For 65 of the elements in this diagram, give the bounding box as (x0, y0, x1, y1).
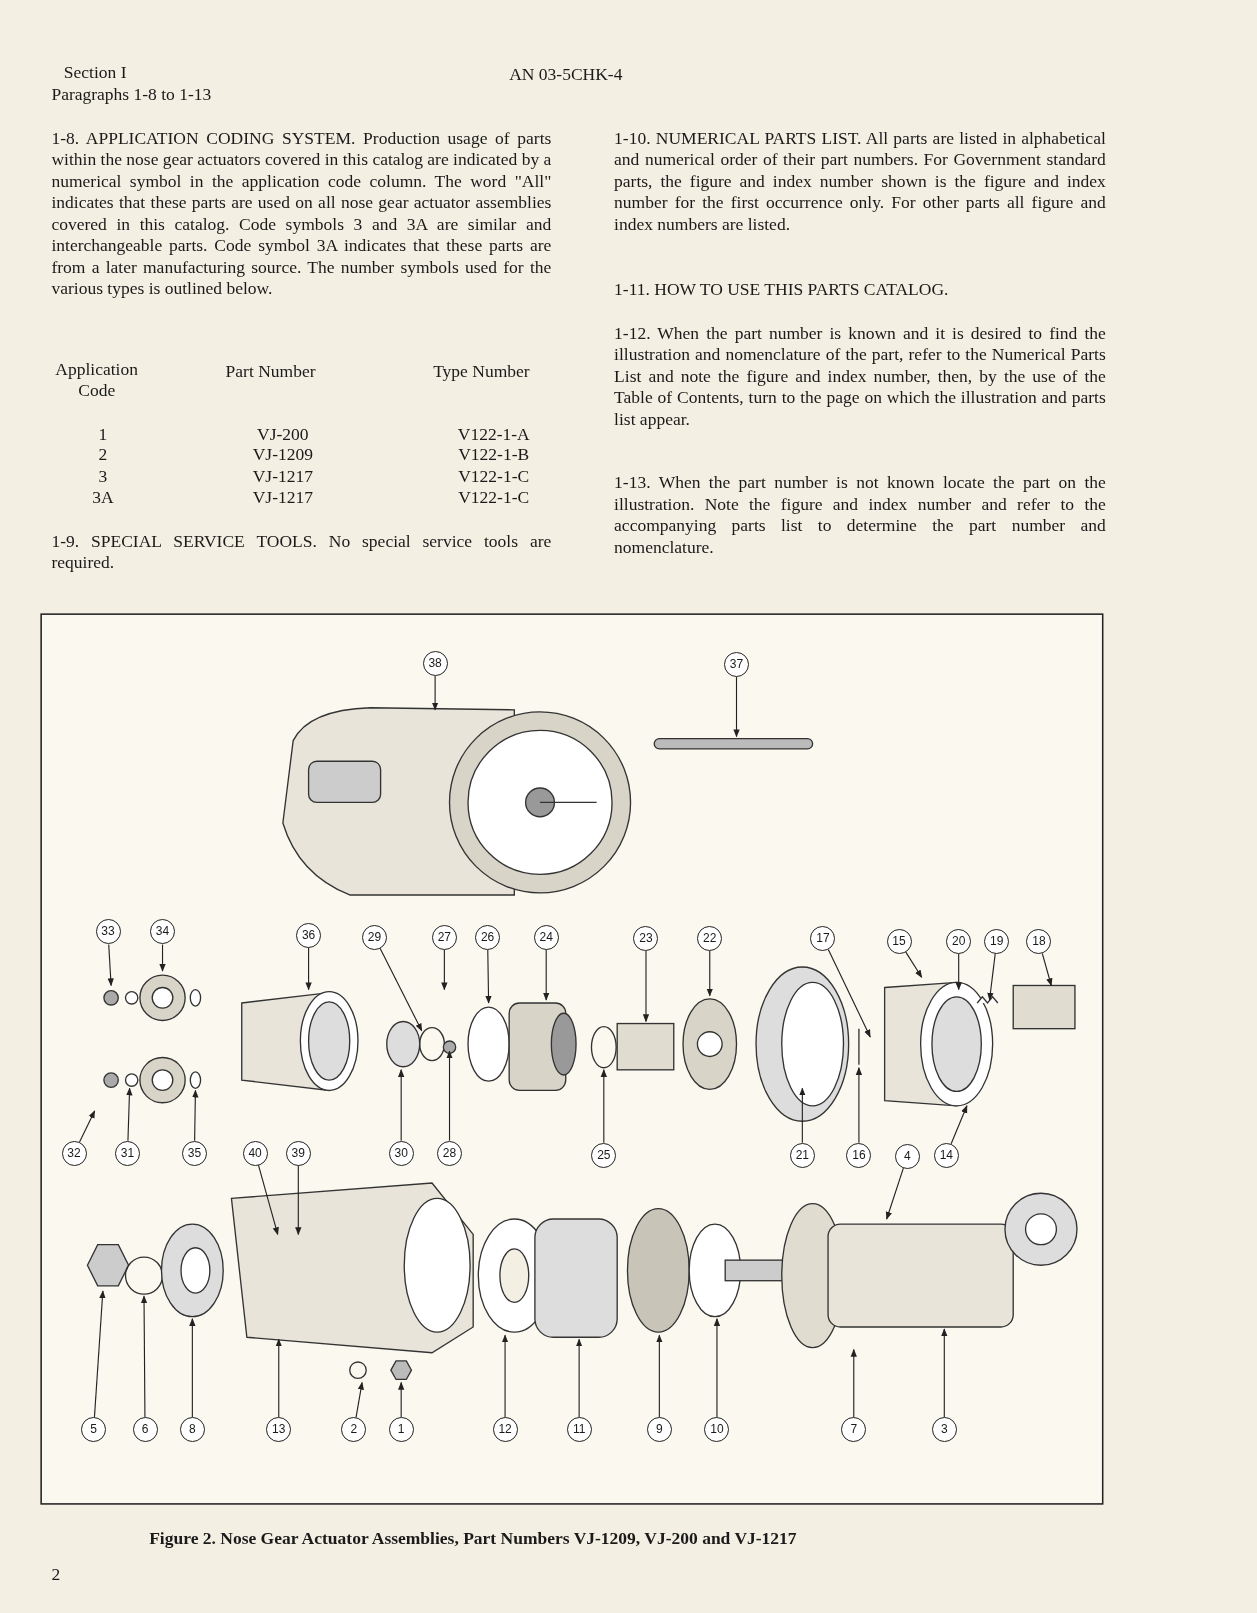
leader-line (905, 951, 923, 978)
table-cell-text: 3A (91, 486, 115, 509)
table-cell-text: VJ-1217 (251, 486, 314, 509)
table-header: Part Number (224, 361, 317, 383)
table-header: Type Number (432, 361, 531, 383)
leader-line (1041, 952, 1053, 987)
table-cell-text: 3 (97, 465, 109, 488)
paragraph-text: 1-8. APPLICATION CODING SYSTEM. Production usage of parts within the nose gear actuators covered in this catalog are indicated by a numerical symbol in the application code column. The word "All" indicates that these parts are used on all nose gear actuator assemblies covered in this catalog. Code symbols 3 and 3A are similar and interchangeable parts. Code symbol 3A indicates that these parts are from a later manufacturing source. The number symbols used for the various types is outlined below. (51, 127, 552, 300)
leader-line (192, 1089, 199, 1142)
leader-line (485, 949, 492, 1004)
leader-line (885, 1167, 904, 1220)
table-cell-text: V122-1-C (457, 486, 531, 509)
leader-line (398, 1381, 405, 1418)
section-heading: 1-11. HOW TO USE THIS PARTS CATALOG. (614, 278, 950, 301)
leader-line (126, 1087, 133, 1142)
leader-line (78, 1110, 96, 1143)
leader-line (398, 1069, 405, 1142)
leader-line (987, 953, 996, 1001)
leader-line (107, 943, 114, 987)
table-cell-text: V122-1-B (457, 444, 531, 466)
leader-line (575, 1338, 583, 1418)
figure-caption: Figure 2. Nose Gear Actuator Assemblies, Part Numbers VJ-1209, VJ-200 and VJ-1217 (149, 1527, 797, 1549)
leader-line (855, 1067, 863, 1144)
paragraph-text: 1-10. NUMERICAL PARTS LIST. All parts are listed in alphabetical and numerical order of their part numbers. For Government standard parts, the figure and index number shown is the figure and index number for the first occurrence only. For other parts all figure and index numbers are listed. (614, 127, 1106, 236)
leader-line (441, 949, 448, 991)
leader-line (379, 947, 423, 1032)
leader-line (257, 1164, 279, 1236)
table-header: Application Code (54, 359, 139, 402)
section-heading: Section I (63, 61, 128, 84)
leader-line (295, 1165, 302, 1236)
paragraph-reference: Paragraphs 1-8 to 1-13 (51, 84, 213, 106)
leader-line (642, 950, 650, 1023)
paragraph-text: 1-12. When the part number is known and it is desired to find the illustration and nomenclature of the part, refer to the Numerical Parts List and note the figure and index number, then, by the use of the Table of Contents, turn to the page on which the illustration and parts list appear. (614, 323, 1106, 431)
table-cell-text: 1 (97, 423, 109, 446)
leader-line (706, 950, 713, 997)
page-number: 2 (51, 1563, 62, 1586)
leader-line (501, 1334, 509, 1418)
leader-line (600, 1069, 607, 1144)
table-cell-text: 2 (97, 444, 109, 466)
leader-line (955, 953, 962, 991)
table-cell-text: VJ-200 (256, 423, 310, 446)
leader-line (543, 949, 550, 1001)
paragraph-text: 1-13. When the part number is not known locate the part on the illustration. Note the figure and index number and refer to the accompanying parts list to determine the part number and nomenclature. (614, 472, 1106, 559)
leader-line (733, 676, 740, 738)
leader-line (305, 947, 312, 991)
table-cell-text: V122-1-C (457, 465, 531, 488)
leader-line (140, 1295, 148, 1418)
leader-line (713, 1317, 721, 1418)
table-cell-text: V122-1-A (456, 423, 531, 446)
leader-line (941, 1328, 948, 1418)
leader-line (93, 1290, 106, 1418)
table-cell-text: VJ-1217 (251, 465, 314, 488)
document-number: AN 03-5CHK-4 (509, 63, 624, 86)
leader-line (656, 1334, 663, 1418)
leader-line (189, 1317, 196, 1418)
leader-line (275, 1338, 282, 1418)
leader-line (159, 943, 166, 972)
paragraph-text: 1-9. SPECIAL SERVICE TOOLS. No special service tools are required. (51, 530, 552, 574)
leader-line (850, 1348, 857, 1418)
leader-line (950, 1105, 968, 1145)
leader-line (446, 1050, 453, 1142)
leader-line (431, 675, 439, 711)
table-cell-text: VJ-1209 (251, 444, 314, 466)
leader-line (355, 1381, 364, 1419)
leader-line (827, 948, 871, 1038)
